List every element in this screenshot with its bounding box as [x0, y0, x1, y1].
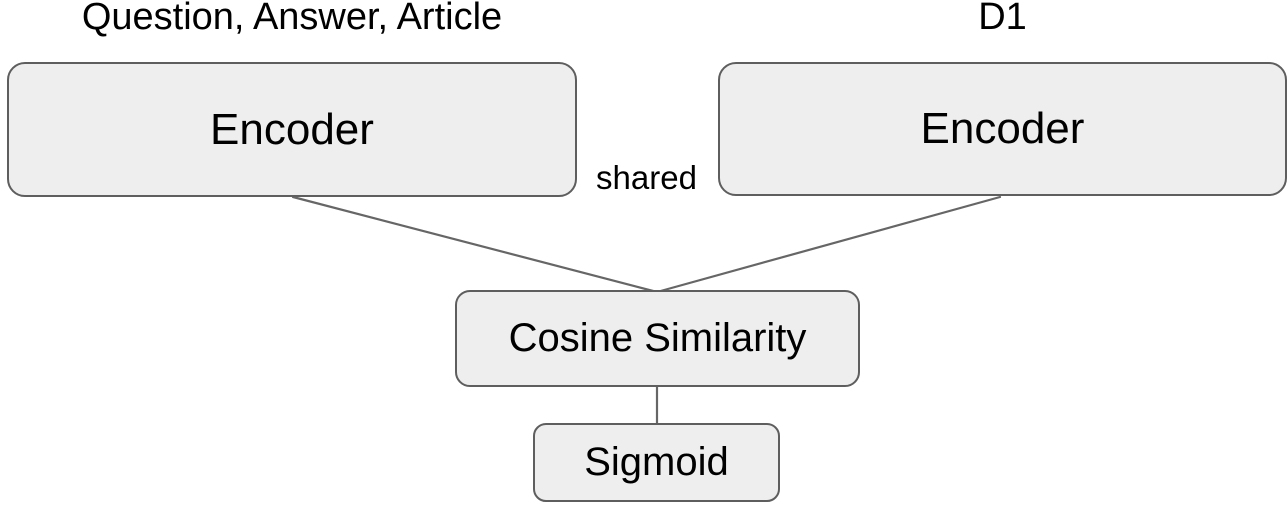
- node-encoder-left: Encoder: [7, 62, 577, 197]
- connector-left-encoder-to-cosine: [291, 195, 659, 294]
- shared-annotation: shared: [596, 159, 697, 196]
- node-sigmoid-label: Sigmoid: [584, 440, 729, 484]
- node-encoder-left-label: Encoder: [210, 104, 374, 154]
- node-cosine-similarity: Cosine Similarity: [455, 290, 860, 387]
- input-label-d1: D1: [978, 0, 1027, 38]
- node-encoder-right: Encoder: [718, 62, 1287, 196]
- input-label-question-answer-article: Question, Answer, Article: [81, 0, 503, 38]
- node-encoder-right-label: Encoder: [920, 104, 1085, 153]
- node-sigmoid: Sigmoid: [533, 423, 780, 502]
- connector-right-encoder-to-cosine: [655, 195, 1002, 294]
- node-cosine-similarity-label: Cosine Similarity: [508, 316, 807, 360]
